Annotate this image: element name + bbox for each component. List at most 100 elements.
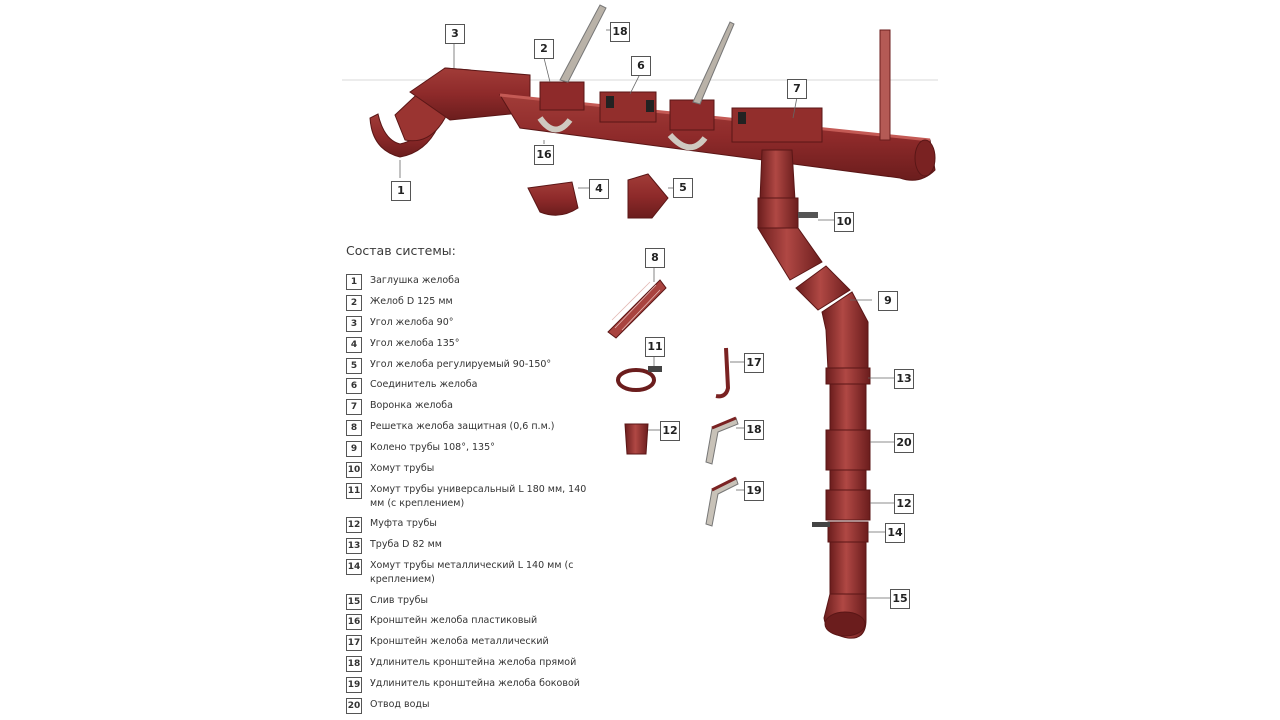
legend-number: 11: [346, 483, 362, 499]
legend-number: 7: [346, 399, 362, 415]
legend-label: Труба D 82 мм: [370, 539, 442, 550]
pipe-straight: [829, 383, 867, 435]
callout-8: 8: [645, 248, 665, 268]
callout-10: 10: [834, 212, 854, 232]
legend-number: 17: [346, 635, 362, 651]
legend-number: 10: [346, 462, 362, 478]
legend-number: 13: [346, 538, 362, 554]
legend-label: Отвод воды: [370, 699, 430, 710]
callout-11: 11: [645, 337, 665, 357]
pipe-socket: [825, 367, 871, 385]
legend-label: Слив трубы: [370, 595, 429, 606]
legend-label: Желоб D 125 мм: [370, 296, 453, 307]
legend-number: 20: [346, 698, 362, 714]
callout-12-part: 12: [660, 421, 680, 441]
legend-item: 15 Слив трубы: [346, 594, 596, 610]
callout-14: 14: [885, 523, 905, 543]
plastic-bracket: [667, 132, 708, 151]
metal-bracket: [715, 347, 731, 399]
gutter-mesh: [607, 279, 667, 339]
legend-label: Хомут трубы металлический L 140 мм (с кр…: [370, 560, 574, 585]
callout-4: 4: [589, 179, 609, 199]
callout-2: 2: [534, 39, 554, 59]
pipe-connector-20: [825, 429, 871, 471]
callout-20: 20: [894, 433, 914, 453]
callout-3: 3: [445, 24, 465, 44]
legend-label: Заглушка желоба: [370, 275, 460, 286]
legend-label: Угол желоба 90°: [370, 317, 454, 328]
gutter-connector: [539, 81, 585, 111]
bracket-extension: [559, 4, 607, 83]
legend-number: 14: [346, 559, 362, 575]
legend-label: Решетка желоба защитная (0,6 п.м.): [370, 421, 555, 432]
legend-label: Воронка желоба: [370, 400, 453, 411]
gutter-connector: [669, 99, 715, 131]
legend-number: 9: [346, 441, 362, 457]
legend-item: 20 Отвод воды: [346, 698, 596, 714]
legend-label: Угол желоба 135°: [370, 338, 460, 349]
pipe-elbow-upper: [757, 227, 823, 281]
callout-18-top: 18: [610, 22, 630, 42]
legend-number: 3: [346, 316, 362, 332]
legend-item: 3 Угол желоба 90°: [346, 316, 596, 332]
universal-clamp: [616, 368, 656, 392]
pipe-straight: [829, 541, 867, 595]
pipe-coupling-12: [825, 489, 871, 521]
callout-15: 15: [890, 589, 910, 609]
pipe-clamp-14: [827, 521, 869, 543]
callout-16: 16: [534, 145, 554, 165]
callout-18-part: 18: [744, 420, 764, 440]
legend-label: Колено трубы 108°, 135°: [370, 442, 495, 453]
pipe-clamp-10: [757, 197, 799, 229]
legend-item: 19 Удлинитель кронштейна желоба боковой: [346, 677, 596, 693]
pipe-straight: [829, 469, 867, 493]
legend-item: 6 Соединитель желоба: [346, 378, 596, 394]
callout-1: 1: [391, 181, 411, 201]
callout-9: 9: [878, 291, 898, 311]
callout-17: 17: [744, 353, 764, 373]
legend-label: Муфта трубы: [370, 518, 437, 529]
gutter-corner-adjustable: [627, 173, 669, 219]
callout-5: 5: [673, 178, 693, 198]
pipe-coupling: [624, 423, 649, 455]
legend-item: 12 Муфта трубы: [346, 517, 596, 533]
wall-strap: [879, 29, 891, 141]
gutter-corner-135: [527, 181, 579, 216]
legend-item: 9 Колено трубы 108°, 135°: [346, 441, 596, 457]
downpipe: [757, 149, 871, 639]
legend-number: 6: [346, 378, 362, 394]
legend-label: Удлинитель кронштейна желоба боковой: [370, 678, 580, 689]
legend-number: 16: [346, 614, 362, 630]
callout-13: 13: [894, 369, 914, 389]
legend-title: Состав системы:: [346, 243, 456, 258]
loose-parts: [527, 173, 739, 527]
legend-label: Соединитель желоба: [370, 379, 478, 390]
legend-item: 13 Труба D 82 мм: [346, 538, 596, 554]
legend-number: 19: [346, 677, 362, 693]
legend-number: 12: [346, 517, 362, 533]
leader-lines: [399, 29, 894, 599]
legend-item: 2 Желоб D 125 мм: [346, 295, 596, 311]
callout-19: 19: [744, 481, 764, 501]
legend-label: Удлинитель кронштейна желоба прямой: [370, 657, 577, 668]
legend-number: 15: [346, 594, 362, 610]
legend-number: 2: [346, 295, 362, 311]
callout-12-pipe: 12: [894, 494, 914, 514]
legend-item: 7 Воронка желоба: [346, 399, 596, 415]
gutter-end: [914, 139, 936, 177]
legend-label: Угол желоба регулируемый 90-150°: [370, 359, 552, 370]
gutter-run: [369, 4, 936, 181]
callout-6: 6: [631, 56, 651, 76]
callout-7: 7: [787, 79, 807, 99]
funnel-neck: [759, 149, 796, 201]
